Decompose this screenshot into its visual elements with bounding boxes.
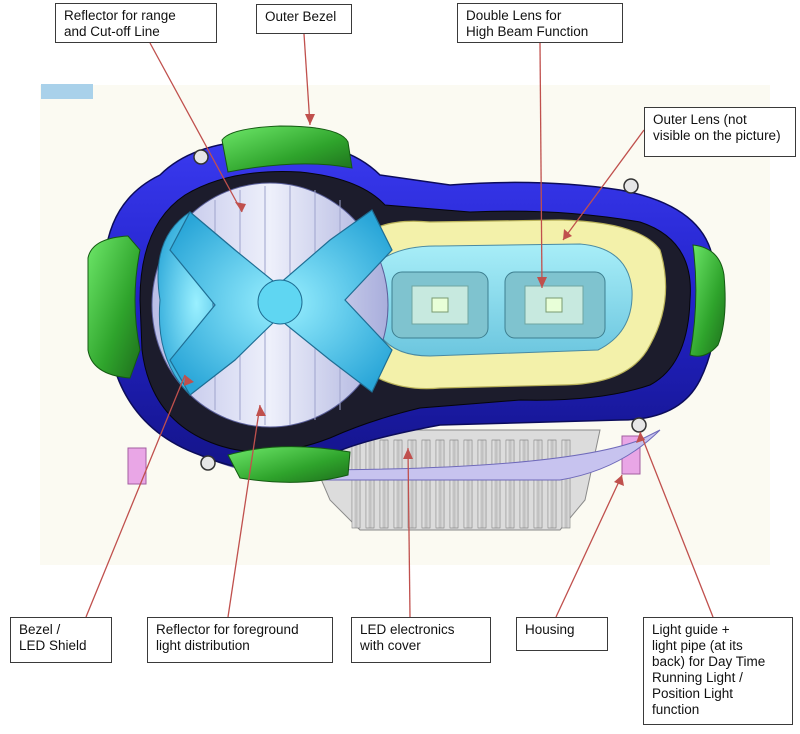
heatsink-fin xyxy=(379,439,389,529)
heatsink-fin xyxy=(533,439,543,529)
outer-bezel-pads xyxy=(87,125,726,483)
heatsink-fin xyxy=(505,439,515,529)
heatsink-fin xyxy=(435,439,445,529)
double-lens xyxy=(391,271,606,339)
heatsink-fin xyxy=(351,439,361,529)
top-left-artifact xyxy=(41,84,93,99)
heatsink-fin xyxy=(449,439,459,529)
heatsink-fin xyxy=(477,439,487,529)
leader-reflector-foreground xyxy=(227,404,261,618)
leader-bezel-shield xyxy=(85,374,186,618)
leader-arrowheads xyxy=(184,114,645,486)
label-outer-lens: Outer Lens (not visible on the picture) xyxy=(644,107,796,157)
heatsink-fin xyxy=(547,439,557,529)
heatsink-fin xyxy=(561,439,571,529)
leader-led-electronics xyxy=(407,447,411,618)
leader-outer-bezel xyxy=(303,33,311,126)
label-reflector-range: Reflector for range and Cut-off Line xyxy=(55,3,217,43)
label-reflector-foreground: Reflector for foreground light distribut… xyxy=(147,617,333,663)
heatsink-fin xyxy=(519,439,529,529)
leader-reflector-range xyxy=(149,42,243,213)
heatsink-fin xyxy=(421,439,431,529)
leader-lines xyxy=(85,33,714,618)
label-outer-bezel: Outer Bezel xyxy=(256,4,352,34)
heatsink-fin xyxy=(393,439,403,529)
label-bezel-led-shield: Bezel / LED Shield xyxy=(10,617,112,663)
heatsink-fin xyxy=(463,439,473,529)
label-double-lens: Double Lens for High Beam Function xyxy=(457,3,623,43)
label-light-guide: Light guide + light pipe (at its back) f… xyxy=(643,617,793,725)
led-shield xyxy=(157,209,393,396)
heatsink-fin xyxy=(491,439,501,529)
heatsink-fin xyxy=(365,439,375,529)
leader-housing xyxy=(555,474,623,618)
label-led-electronics: LED electronics with cover xyxy=(351,617,491,663)
mounting-screws xyxy=(193,149,647,471)
leader-double-lens xyxy=(539,42,543,289)
leader-light-guide xyxy=(639,431,714,618)
leader-outer-lens xyxy=(562,129,645,241)
label-housing: Housing xyxy=(516,617,608,651)
